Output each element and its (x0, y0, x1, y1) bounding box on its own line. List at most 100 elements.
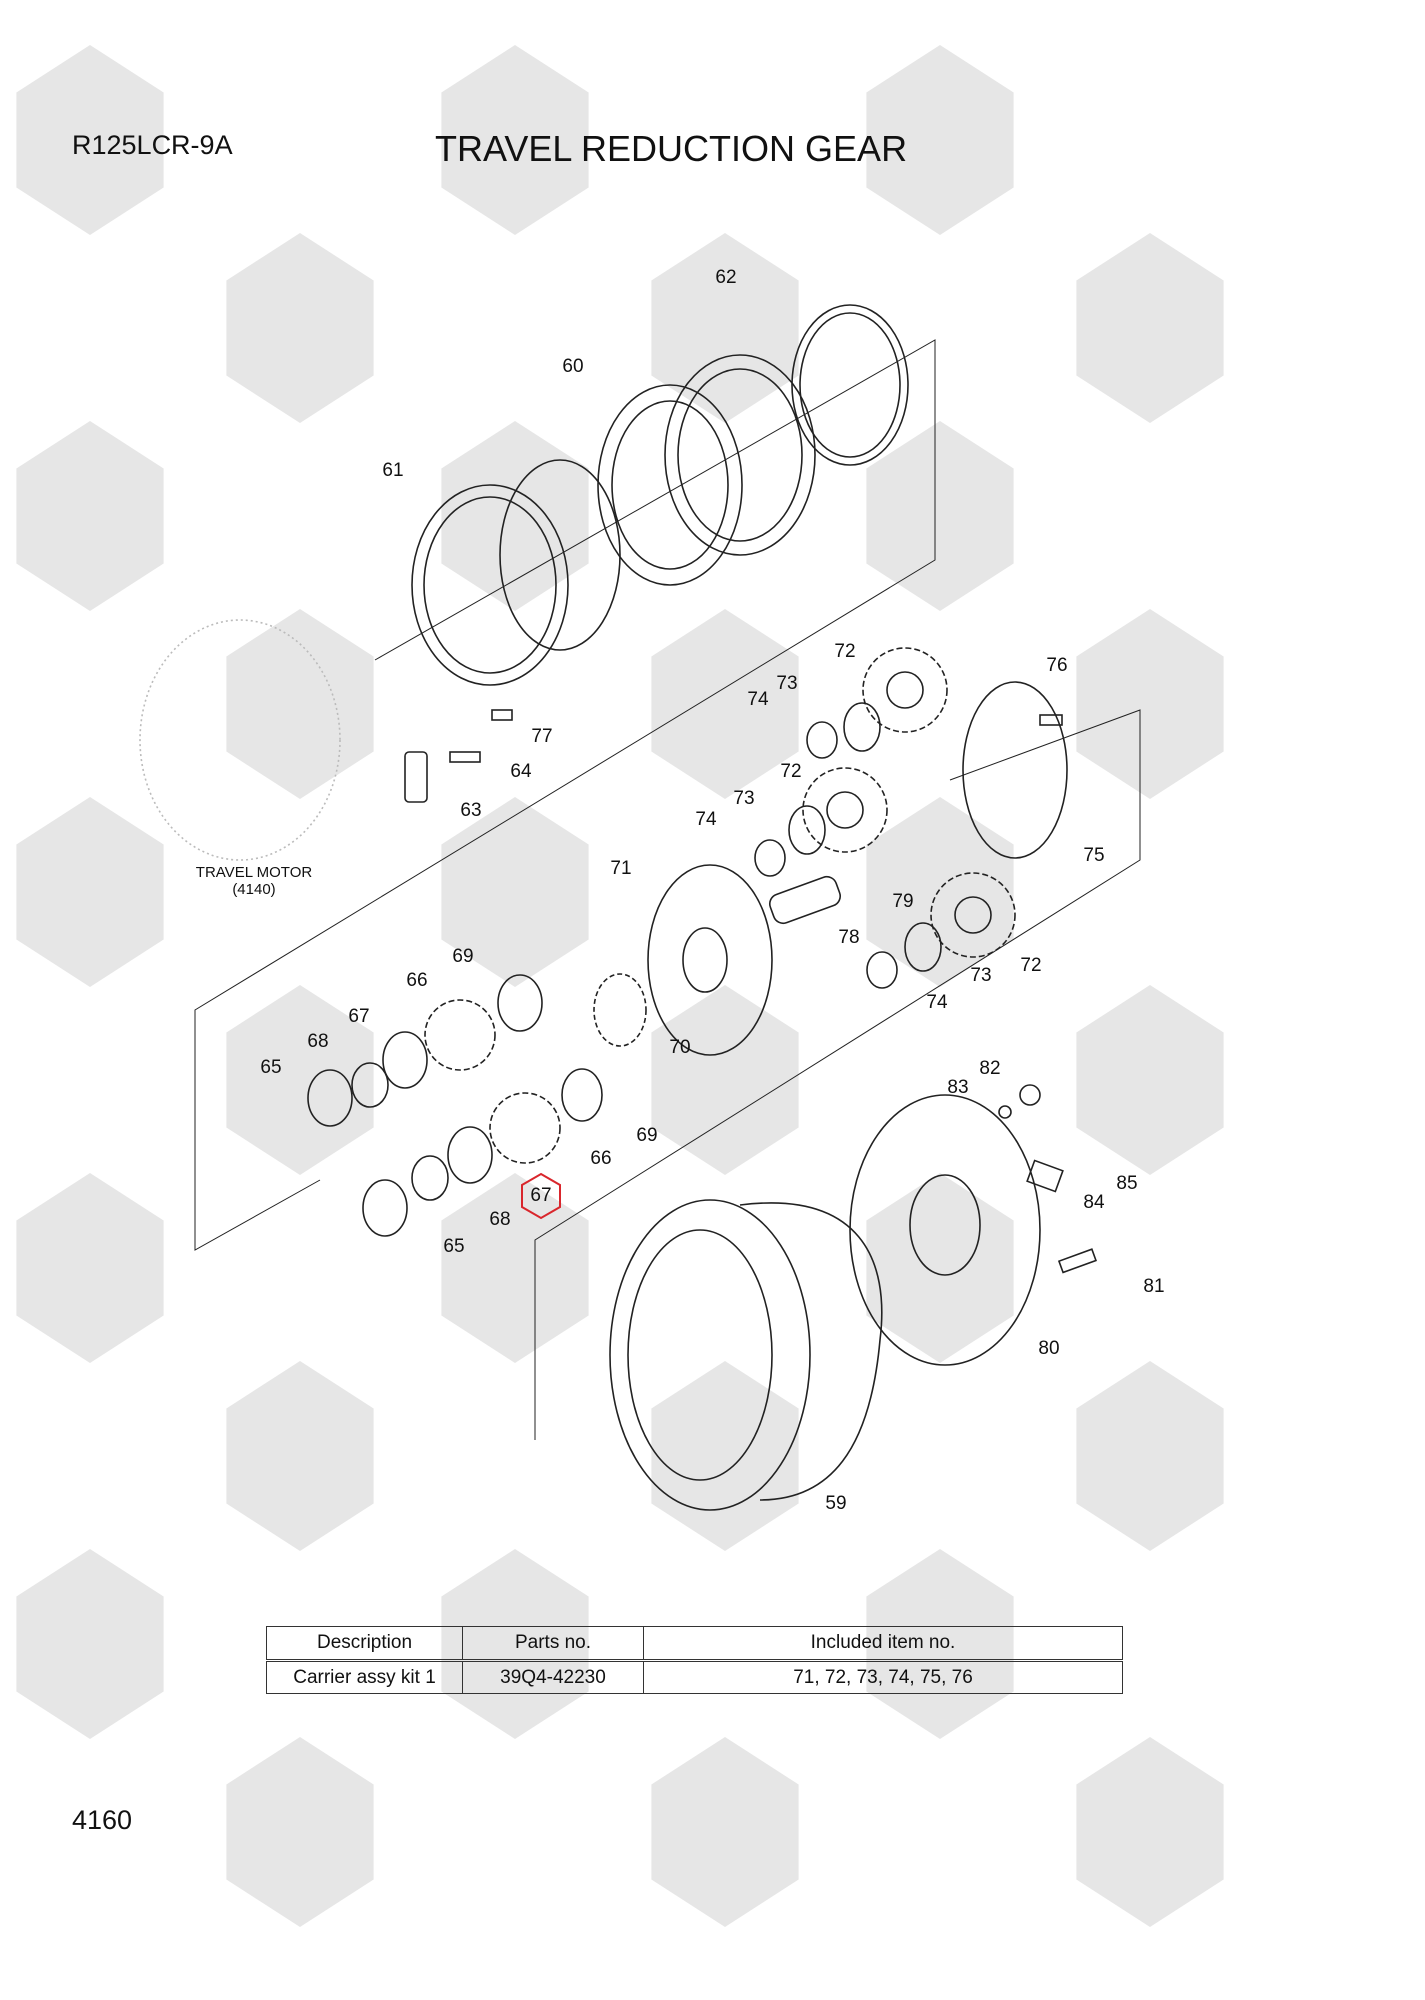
callout-66[interactable]: 66 (406, 970, 428, 991)
page-title: TRAVEL REDUCTION GEAR (435, 128, 908, 169)
reference-label: TRAVEL MOTOR (195, 864, 313, 881)
part-64-bolt (449, 751, 481, 763)
callout-73[interactable]: 73 (776, 673, 798, 694)
watermark-hexagon (226, 985, 374, 1175)
callout-76[interactable]: 76 (1046, 655, 1068, 676)
watermark-hexagon (226, 609, 374, 799)
watermark-hexagon (16, 797, 164, 987)
callout-80[interactable]: 80 (1038, 1338, 1060, 1359)
callout-69[interactable]: 69 (636, 1125, 658, 1146)
part-63-bracket (404, 751, 428, 803)
callout-65[interactable]: 65 (260, 1057, 282, 1078)
callout-73[interactable]: 73 (970, 965, 992, 986)
col-parts-no: Parts no. (462, 1626, 644, 1662)
part-62-ring (791, 304, 909, 466)
callout-85[interactable]: 85 (1116, 1173, 1138, 1194)
parts-drawing (139, 304, 1141, 1511)
part-71-carrier (647, 864, 773, 1056)
watermark-hexagon (1076, 233, 1224, 423)
callout-77[interactable]: 77 (531, 726, 553, 747)
part-70-gear (593, 973, 647, 1047)
watermark-hexagon (651, 985, 799, 1175)
page-number: 4160 (72, 1805, 133, 1835)
watermark-hexagon (226, 233, 374, 423)
watermark-hexagon (866, 1173, 1014, 1363)
watermark-hexagon (651, 609, 799, 799)
callout-68[interactable]: 68 (489, 1209, 511, 1230)
callout-60[interactable]: 60 (562, 356, 584, 377)
callout-73[interactable]: 73 (733, 788, 755, 809)
callout-72[interactable]: 72 (834, 641, 856, 662)
table-row: Carrier assy kit 1 39Q4-42230 71, 72, 73… (266, 1660, 1123, 1694)
col-description: Description (266, 1626, 463, 1662)
watermark-hexagon (441, 45, 589, 235)
part-78-shaft (768, 875, 842, 925)
watermark-hexagon (441, 421, 589, 611)
kit-table: Description Parts no. Included item no. … (266, 1626, 1123, 1694)
callout-64[interactable]: 64 (510, 761, 532, 782)
watermark-hexagon (866, 45, 1014, 235)
callout-82[interactable]: 82 (979, 1058, 1001, 1079)
watermark-hexagon (1076, 1737, 1224, 1927)
table-header-row: Description Parts no. Included item no. (266, 1626, 1123, 1662)
watermark-hexagon (651, 1737, 799, 1927)
callout-61[interactable]: 61 (382, 460, 404, 481)
travel-motor-reference[interactable]: TRAVEL MOTOR (4140) (196, 864, 312, 898)
callout-62[interactable]: 62 (715, 267, 737, 288)
model-code: R125LCR-9A (72, 130, 233, 160)
callout-75[interactable]: 75 (1083, 845, 1105, 866)
watermark-hexagon (16, 1173, 164, 1363)
callout-71[interactable]: 71 (610, 858, 632, 879)
watermark-hexagon (441, 1173, 589, 1363)
callout-81[interactable]: 81 (1143, 1276, 1165, 1297)
callout-74[interactable]: 74 (695, 809, 717, 830)
part-77-bolt (491, 709, 513, 721)
watermark-pattern (16, 45, 1224, 1927)
callout-68[interactable]: 68 (307, 1031, 329, 1052)
highlight-hexagon (521, 1172, 561, 1220)
cell-parts-no[interactable]: 39Q4-42230 (462, 1660, 644, 1694)
part-66-gear (424, 999, 496, 1071)
reference-code: (4140) (232, 881, 276, 898)
callout-59[interactable]: 59 (825, 1493, 847, 1514)
callout-66[interactable]: 66 (590, 1148, 612, 1169)
watermark-hexagon (16, 1549, 164, 1739)
part-75-plate (962, 681, 1068, 859)
callout-84[interactable]: 84 (1083, 1192, 1105, 1213)
watermark-hexagon (1076, 1361, 1224, 1551)
watermark-hexagon (226, 1361, 374, 1551)
cell-included: 71, 72, 73, 74, 75, 76 (643, 1660, 1123, 1694)
callout-83[interactable]: 83 (947, 1077, 969, 1098)
callout-79[interactable]: 79 (892, 891, 914, 912)
callout-67[interactable]: 67 (530, 1185, 552, 1206)
callout-72[interactable]: 72 (780, 761, 802, 782)
watermark-hexagon (651, 233, 799, 423)
part-76-screw (1039, 714, 1063, 726)
callout-72[interactable]: 72 (1020, 955, 1042, 976)
part-61-seal (499, 459, 621, 651)
part-69-washer (497, 974, 543, 1032)
watermark-hexagon (866, 797, 1014, 987)
callout-65[interactable]: 65 (443, 1236, 465, 1257)
callout-74[interactable]: 74 (926, 992, 948, 1013)
callout-74[interactable]: 74 (747, 689, 769, 710)
callout-78[interactable]: 78 (838, 927, 860, 948)
part-60-seal (664, 354, 816, 556)
callout-63[interactable]: 63 (460, 800, 482, 821)
callout-67[interactable]: 67 (348, 1006, 370, 1027)
callout-70[interactable]: 70 (669, 1037, 691, 1058)
part-72-gear (862, 647, 948, 733)
cell-description: Carrier assy kit 1 (266, 1660, 463, 1694)
part-59-hub (609, 1199, 811, 1511)
watermark-hexagon (1076, 985, 1224, 1175)
col-included: Included item no. (643, 1626, 1123, 1662)
watermark-hexagon (16, 421, 164, 611)
watermark-hexagon (651, 1361, 799, 1551)
callout-69[interactable]: 69 (452, 946, 474, 967)
watermark-hexagon (226, 1737, 374, 1927)
watermark-hexagon (866, 421, 1014, 611)
watermark-hexagon (1076, 609, 1224, 799)
part-80-cover (849, 1094, 1041, 1366)
watermark-hexagon (441, 797, 589, 987)
